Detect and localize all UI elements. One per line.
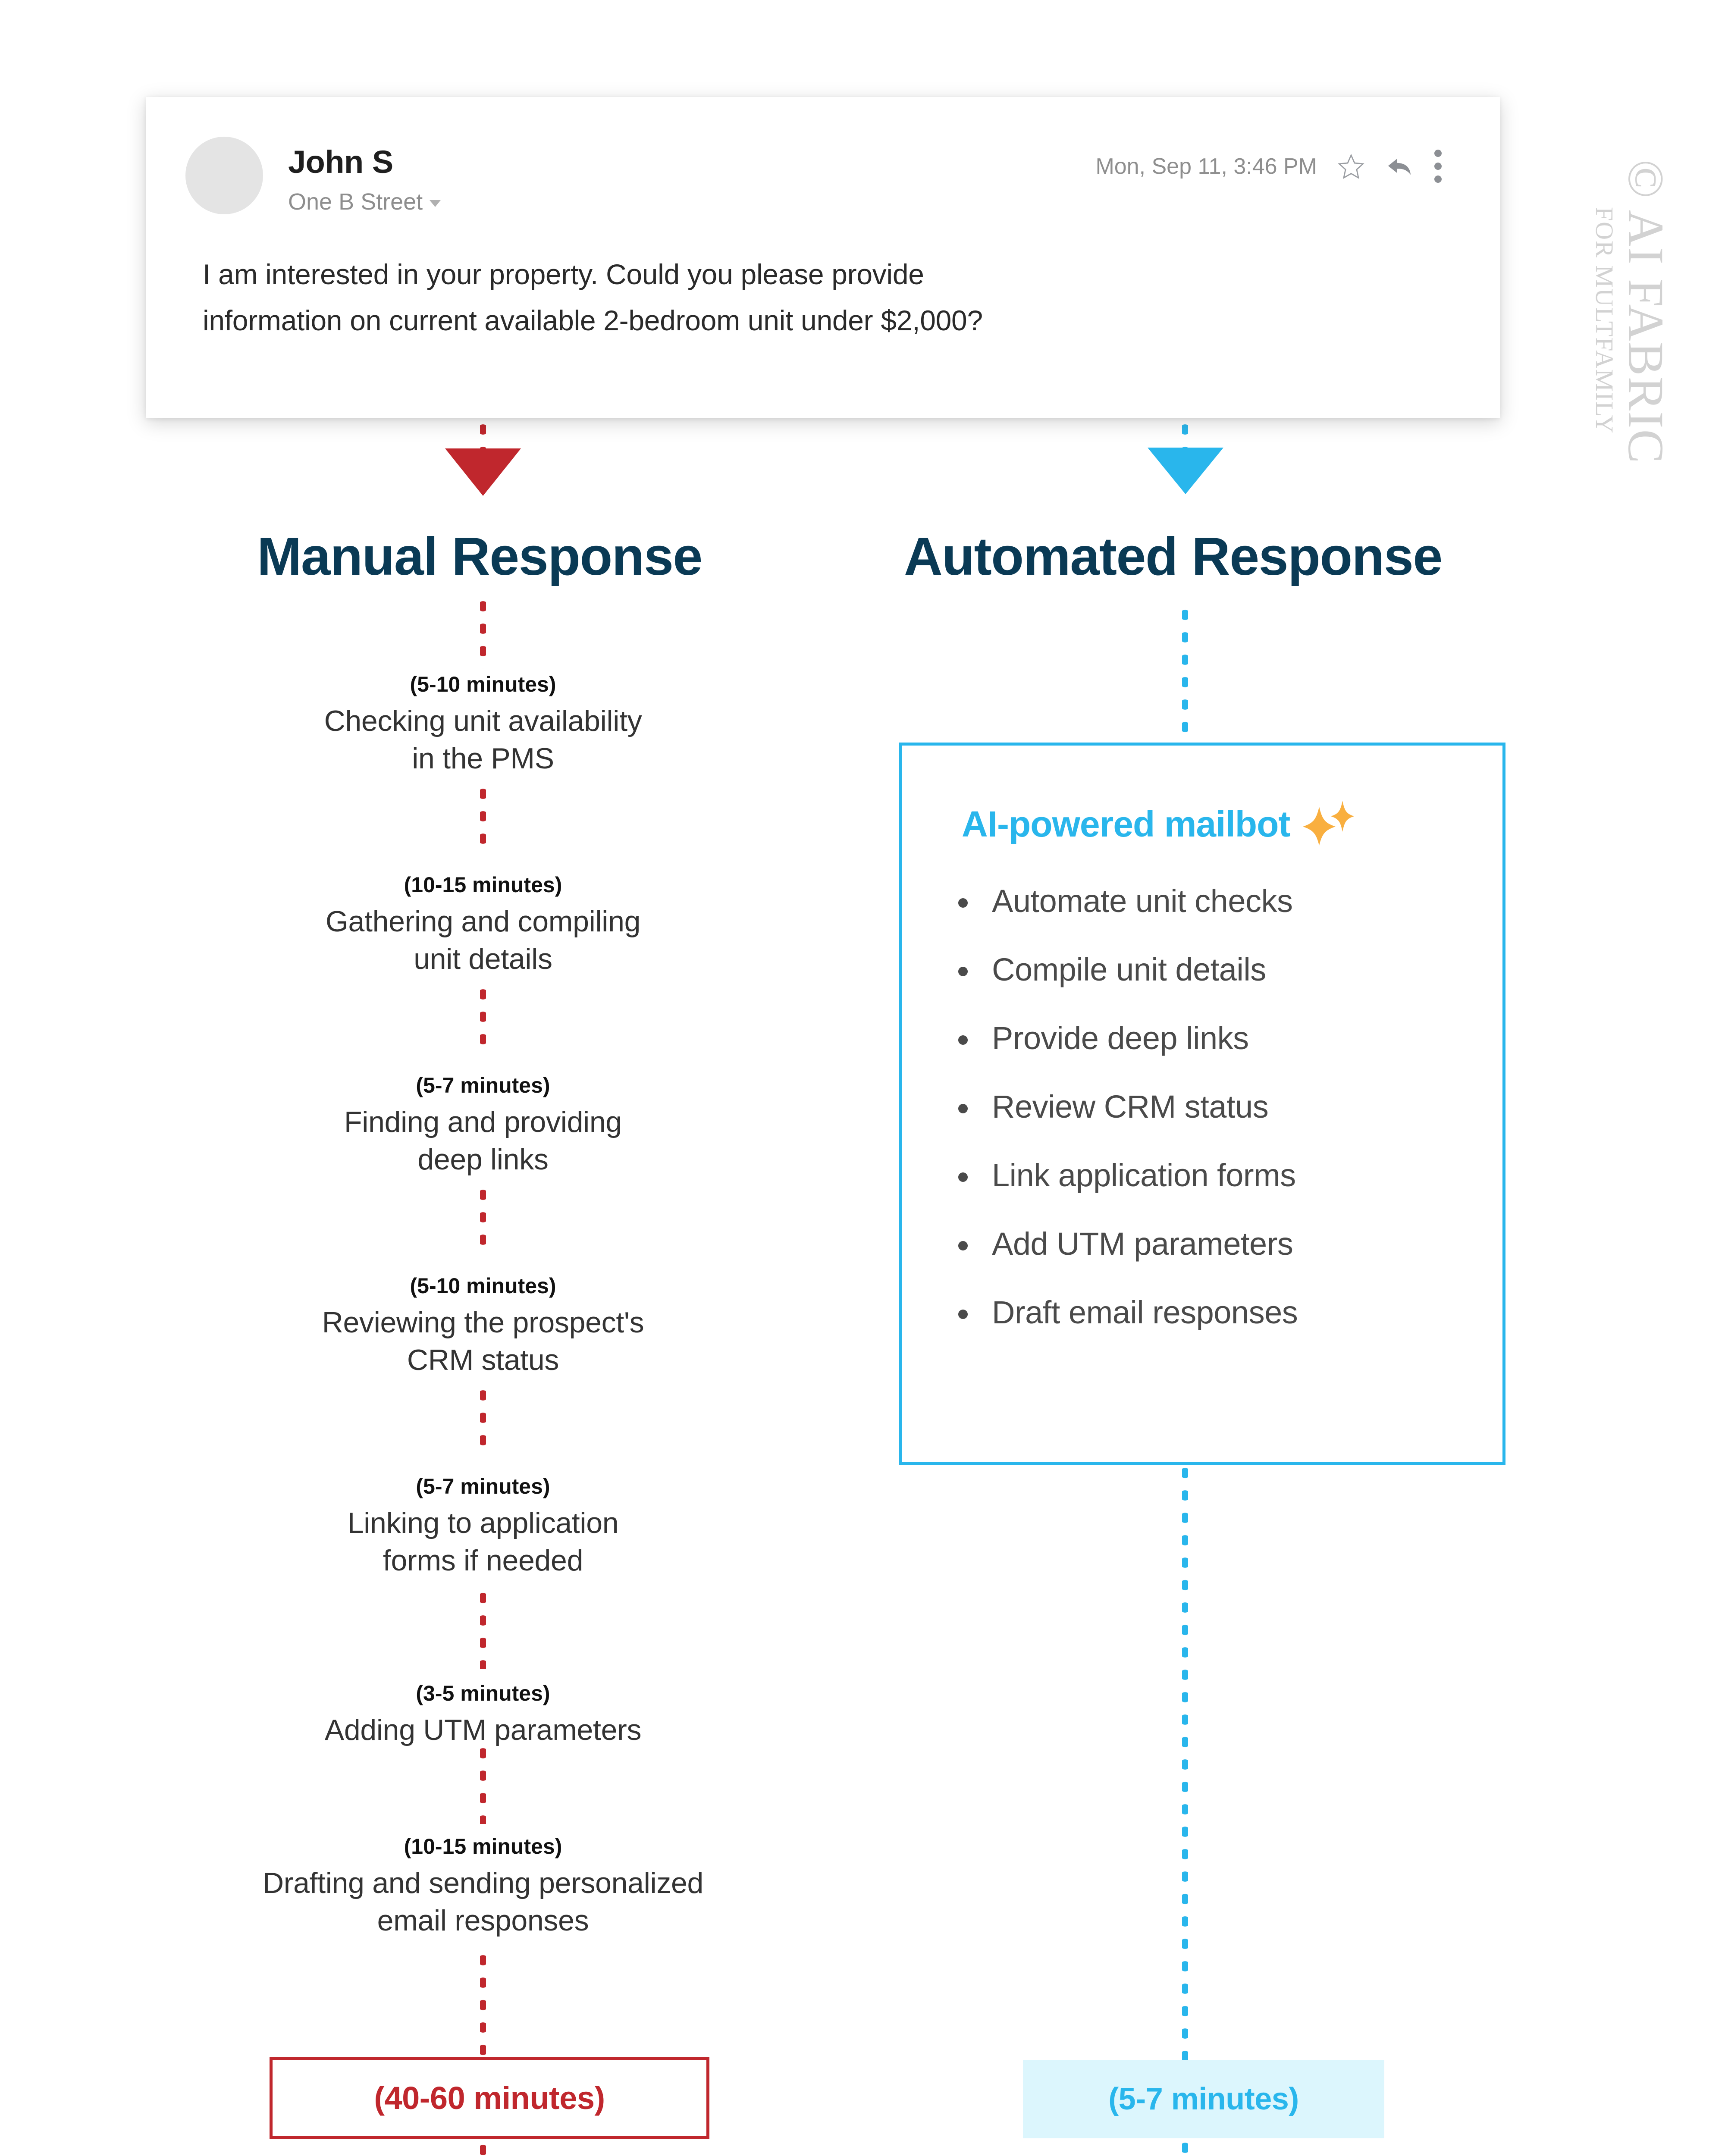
manual-step-time: (10-15 minutes) bbox=[404, 1834, 562, 1858]
email-body-line: information on current available 2-bedro… bbox=[203, 304, 983, 336]
manual-step-time: (5-7 minutes) bbox=[416, 1474, 550, 1498]
email-property-label: One B Street bbox=[288, 188, 423, 215]
connector-manual-8 bbox=[480, 2139, 486, 2156]
mailbot-list-item: Link application forms bbox=[958, 1159, 1502, 1191]
automated-total-badge: (5-7 minutes) bbox=[1023, 2060, 1384, 2138]
mailbot-capability-list: Automate unit checks Compile unit detail… bbox=[902, 885, 1502, 1329]
manual-step: (5-7 minutes) Linking to application for… bbox=[95, 1475, 871, 1579]
chevron-down-icon[interactable] bbox=[430, 200, 441, 207]
star-icon[interactable] bbox=[1337, 152, 1365, 181]
avatar bbox=[185, 137, 263, 214]
watermark-main-text: © AI FABRIC bbox=[1618, 160, 1674, 464]
connector-manual-0 bbox=[480, 595, 486, 668]
email-sender-name: John S bbox=[288, 144, 393, 180]
email-actions: Mon, Sep 11, 3:46 PM bbox=[1095, 135, 1460, 183]
mailbot-list-item: Review CRM status bbox=[958, 1091, 1502, 1123]
manual-step-text: Adding UTM parameters bbox=[324, 1714, 642, 1746]
manual-step-text: in the PMS bbox=[412, 742, 554, 775]
watermark: © AI FABRIC FOR MULTFAMILY bbox=[1571, 155, 1701, 500]
connector-auto-top bbox=[1182, 418, 1188, 457]
mailbot-title-row: AI-powered mailbot bbox=[902, 801, 1502, 847]
manual-total-label: (40-60 minutes) bbox=[374, 2080, 605, 2116]
connector-manual-1 bbox=[480, 783, 486, 847]
sparkles-icon bbox=[1303, 801, 1355, 846]
kebab-menu-icon[interactable] bbox=[1433, 150, 1442, 183]
connector-manual-5 bbox=[480, 1587, 486, 1669]
manual-step: (5-7 minutes) Finding and providing deep… bbox=[95, 1074, 871, 1178]
mailbot-list-item: Draft email responses bbox=[958, 1297, 1502, 1329]
manual-step-time: (10-15 minutes) bbox=[404, 873, 562, 897]
manual-step-text: email responses bbox=[377, 1904, 589, 1937]
manual-step-text: deep links bbox=[417, 1143, 549, 1176]
connector-manual-2 bbox=[480, 983, 486, 1048]
email-timestamp: Mon, Sep 11, 3:46 PM bbox=[1095, 154, 1317, 179]
inbound-email-card[interactable]: John S One B Street Mon, Sep 11, 3:46 PM bbox=[146, 97, 1500, 418]
manual-step-time: (5-10 minutes) bbox=[410, 672, 556, 696]
email-identity: John S One B Street bbox=[288, 135, 1095, 215]
connector-manual-6 bbox=[480, 1742, 486, 1824]
mailbot-title-label: AI-powered mailbot bbox=[962, 803, 1290, 844]
connector-manual-7 bbox=[480, 1949, 486, 2057]
ai-mailbot-panel: AI-powered mailbot Automate unit checks … bbox=[899, 743, 1505, 1465]
manual-step: (10-15 minutes) Gathering and compiling … bbox=[95, 873, 871, 978]
manual-step: (3-5 minutes) Adding UTM parameters bbox=[95, 1682, 871, 1749]
manual-step-time: (3-5 minutes) bbox=[416, 1681, 550, 1705]
watermark-sub-text: FOR MULTFAMILY bbox=[1590, 207, 1618, 434]
email-body: I am interested in your property. Could … bbox=[146, 215, 1500, 344]
manual-step-time: (5-10 minutes) bbox=[410, 1274, 556, 1298]
connector-auto-0 bbox=[1182, 604, 1188, 746]
email-property-row[interactable]: One B Street bbox=[288, 188, 1095, 215]
connector-auto-2 bbox=[1182, 2137, 1188, 2156]
arrow-down-manual-top bbox=[445, 448, 521, 496]
manual-step: (10-15 minutes) Drafting and sending per… bbox=[65, 1835, 901, 1940]
manual-total-badge: (40-60 minutes) bbox=[270, 2057, 709, 2139]
manual-step-text: Linking to application bbox=[347, 1507, 619, 1539]
manual-step-text: CRM status bbox=[407, 1344, 559, 1377]
manual-step-text: unit details bbox=[414, 943, 552, 976]
reply-icon[interactable] bbox=[1385, 152, 1414, 181]
manual-step-text: Reviewing the prospect's bbox=[322, 1306, 644, 1339]
manual-step-text: Checking unit availability bbox=[324, 705, 642, 737]
connector-manual-4 bbox=[480, 1384, 486, 1449]
manual-step-time: (5-7 minutes) bbox=[416, 1073, 550, 1097]
email-body-line: I am interested in your property. Could … bbox=[203, 258, 924, 290]
manual-step-text: Gathering and compiling bbox=[325, 905, 641, 938]
mailbot-list-item: Provide deep links bbox=[958, 1022, 1502, 1054]
manual-step: (5-10 minutes) Checking unit availabilit… bbox=[95, 673, 871, 777]
connector-auto-1 bbox=[1182, 1462, 1188, 2063]
email-header: John S One B Street Mon, Sep 11, 3:46 PM bbox=[146, 97, 1500, 215]
manual-column-title: Manual Response bbox=[257, 527, 703, 586]
mailbot-list-item: Add UTM parameters bbox=[958, 1228, 1502, 1260]
automated-total-label: (5-7 minutes) bbox=[1108, 2082, 1299, 2116]
manual-step-text: Finding and providing bbox=[344, 1106, 622, 1138]
connector-manual-3 bbox=[480, 1184, 486, 1248]
mailbot-list-item: Automate unit checks bbox=[958, 885, 1502, 917]
manual-step-text: Drafting and sending personalized bbox=[262, 1867, 704, 1899]
manual-step: (5-10 minutes) Reviewing the prospect's … bbox=[95, 1274, 871, 1379]
connector-manual-top bbox=[480, 418, 486, 457]
automated-column-title: Automated Response bbox=[904, 527, 1443, 586]
manual-step-text: forms if needed bbox=[383, 1544, 583, 1577]
arrow-down-auto-top bbox=[1148, 448, 1223, 494]
mailbot-list-item: Compile unit details bbox=[958, 954, 1502, 986]
